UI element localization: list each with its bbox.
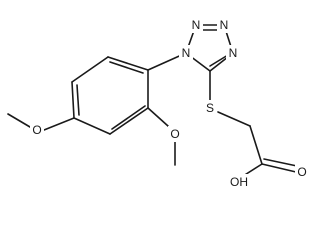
bond-ch2-cooh [249, 125, 263, 165]
atom-thioether-s: S [206, 101, 214, 115]
bond-ar-c5-c6-double [111, 105, 146, 130]
atom-tetrazole-n4: N [229, 46, 238, 60]
atom-methoxy-ortho-o: O [170, 127, 179, 141]
atom-tetrazole-n1: N [182, 46, 191, 60]
bond-ar-c2-c3 [71, 56, 109, 83]
bond-ar-c1-c2-double [109, 61, 144, 74]
structure-canvas: N N N N S OH O O O [7, 18, 307, 189]
atom-methoxy-para-o: O [32, 123, 41, 137]
bond-ar-o-para [43, 117, 75, 131]
bond-ar-c5-c6 [109, 107, 149, 135]
bond-c-o-double-a [261, 163, 297, 173]
bond-n4-c5-double [209, 54, 229, 67]
bond-ar-c4-c5 [73, 117, 111, 135]
bond-ar-o-ortho [147, 107, 169, 127]
atom-tetrazole-n2: N [192, 18, 201, 32]
bond-c-o-double-b [263, 158, 298, 167]
molecule-structure: N N N N S OH O O O [7, 18, 307, 189]
bond-s-ch2 [217, 111, 251, 127]
bond-ar-c3-c4 [71, 81, 75, 119]
atom-acid-carbonyl-o: O [297, 165, 306, 179]
atom-tetrazole-n3: N [220, 18, 229, 32]
atom-acid-oh: OH [230, 175, 248, 189]
bond-ar-c1-c2 [107, 56, 149, 71]
bond-ar-c3-c4-double [76, 84, 80, 116]
bond-o-methyl-para [7, 113, 31, 128]
